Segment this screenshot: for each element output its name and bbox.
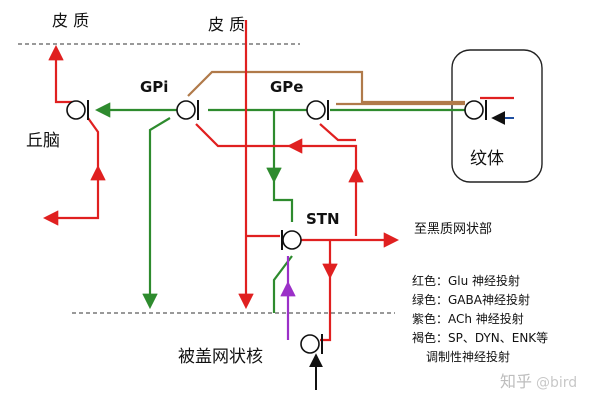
stn-label: STN [306,210,340,228]
synapse-icon [281,230,302,250]
watermark: 知乎@bird [500,368,577,392]
legend-green: 绿色：GABA神经投射 [412,293,530,307]
gpi-label: GPi [140,78,168,96]
substantia-nigra-label: 至黑质网状部 [414,222,492,237]
legend-purple: 紫色：ACh 神经投射 [412,312,524,326]
legend-red: 红色：Glu 神经投射 [412,274,521,288]
legend-brown: 褐色：SP、DYN、ENK等 [412,331,549,345]
cortex-label-center: 皮 质 [208,15,245,34]
striatum-label: 纹体 [470,149,504,169]
synapse-icon [306,100,329,120]
tegmentum-label: 被盖网状核 [178,347,263,367]
synapse-icon [300,334,323,354]
thalamus-label: 丘脑 [26,131,60,151]
glu-paths [42,20,514,342]
legend-brown-cont: 调制性神经投射 [426,350,511,364]
watermark-handle: @bird [536,375,578,391]
watermark-brand: 知乎 [500,372,533,391]
synapse-icon [176,100,199,120]
synapse-icon [464,100,487,120]
modulatory-paths [187,70,465,106]
legend: 红色：Glu 神经投射 绿色：GABA神经投射 紫色：ACh 神经投射 褐色：S… [412,272,602,367]
synapse-icon [66,100,89,120]
gpe-label: GPe [270,78,303,96]
gaba-paths [94,102,465,313]
cortex-label-left: 皮 质 [52,11,89,30]
